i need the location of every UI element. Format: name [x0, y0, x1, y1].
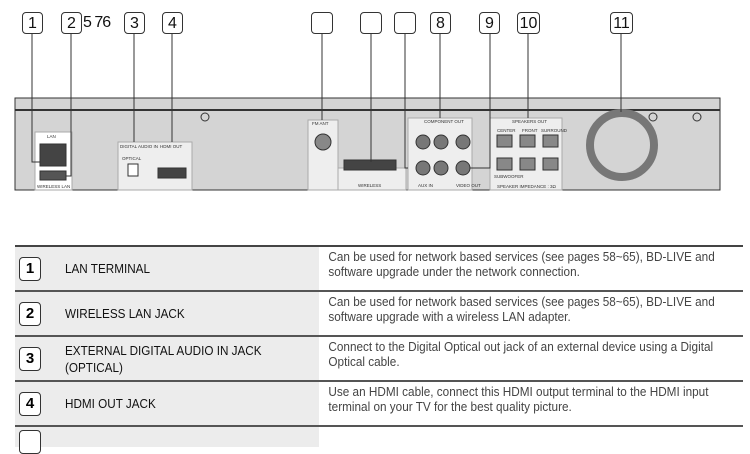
label-video-out: VIDEO OUT: [456, 183, 481, 188]
label-optical: OPTICAL: [122, 156, 142, 161]
callout-10: 10: [517, 12, 540, 34]
table-row: 3 EXTERNAL DIGITAL AUDIO IN JACK (OPTICAL…: [15, 337, 743, 382]
item-description: Can be used for network based services (…: [328, 250, 715, 279]
callout-5: [311, 12, 333, 34]
item-number: 2: [19, 301, 41, 326]
label-center: CENTER: [497, 128, 516, 133]
callout-2: 2: [61, 12, 82, 34]
callout-4: 4: [162, 12, 183, 34]
label-speaker-impedance: SPEAKER IMPEDANCE : 3Ω: [497, 184, 557, 189]
label-aux-in: AUX IN: [418, 183, 433, 188]
callout-stray-label: 5 76: [83, 14, 111, 31]
item-name: HDMI OUT JACK: [65, 396, 156, 411]
connector-table: 1 LAN TERMINAL Can be used for network ba…: [15, 245, 743, 454]
label-subwoofer: SUBWOOFER: [494, 174, 524, 179]
label-lan: LAN: [47, 134, 56, 139]
table-row: 1 LAN TERMINAL Can be used for network ba…: [15, 247, 743, 292]
item-description: Connect to the Digital Optical out jack …: [328, 340, 714, 369]
table-row-partial: [15, 427, 743, 454]
item-number: 1: [19, 256, 41, 281]
label-digital-audio-in: DIGITAL AUDIO IN: [120, 144, 158, 149]
callout-11: 11: [610, 12, 633, 34]
item-number: 3: [19, 346, 41, 371]
label-fm-ant: FM ANT: [312, 121, 329, 126]
item-number: 4: [19, 391, 41, 416]
callout-3: 3: [124, 12, 145, 34]
label-front: FRONT: [522, 128, 538, 133]
label-wireless: WIRELESS: [358, 183, 381, 188]
callout-7: [394, 12, 416, 34]
label-speakers-out: SPEAKERS OUT: [512, 119, 547, 124]
item-description: Can be used for network based services (…: [328, 295, 715, 324]
callout-6: [360, 12, 382, 34]
item-name: LAN TERMINAL: [65, 261, 150, 276]
rear-panel-diagram: LAN WIRELESS LAN DIGITAL AUDIO IN OPTICA…: [14, 34, 721, 191]
label-hdmi-out: HDMI OUT: [160, 144, 182, 149]
callout-1: 1: [22, 12, 43, 34]
item-name: EXTERNAL DIGITAL AUDIO IN JACK (OPTICAL): [65, 342, 262, 375]
item-name: WIRELESS LAN JACK: [65, 306, 185, 321]
item-description: Use an HDMI cable, connect this HDMI out…: [328, 385, 709, 414]
label-component-out: COMPONENT OUT: [424, 119, 464, 124]
label-surround: SURROUND: [541, 128, 568, 133]
table-row: 2 WIRELESS LAN JACK Can be used for netwo…: [15, 292, 743, 337]
table-row: 4 HDMI OUT JACK Use an HDMI cable, connec…: [15, 382, 743, 427]
label-wireless-lan: WIRELESS LAN: [37, 184, 70, 189]
callout-8: 8: [430, 12, 451, 34]
item-number: [19, 430, 41, 454]
callout-9: 9: [479, 12, 500, 34]
